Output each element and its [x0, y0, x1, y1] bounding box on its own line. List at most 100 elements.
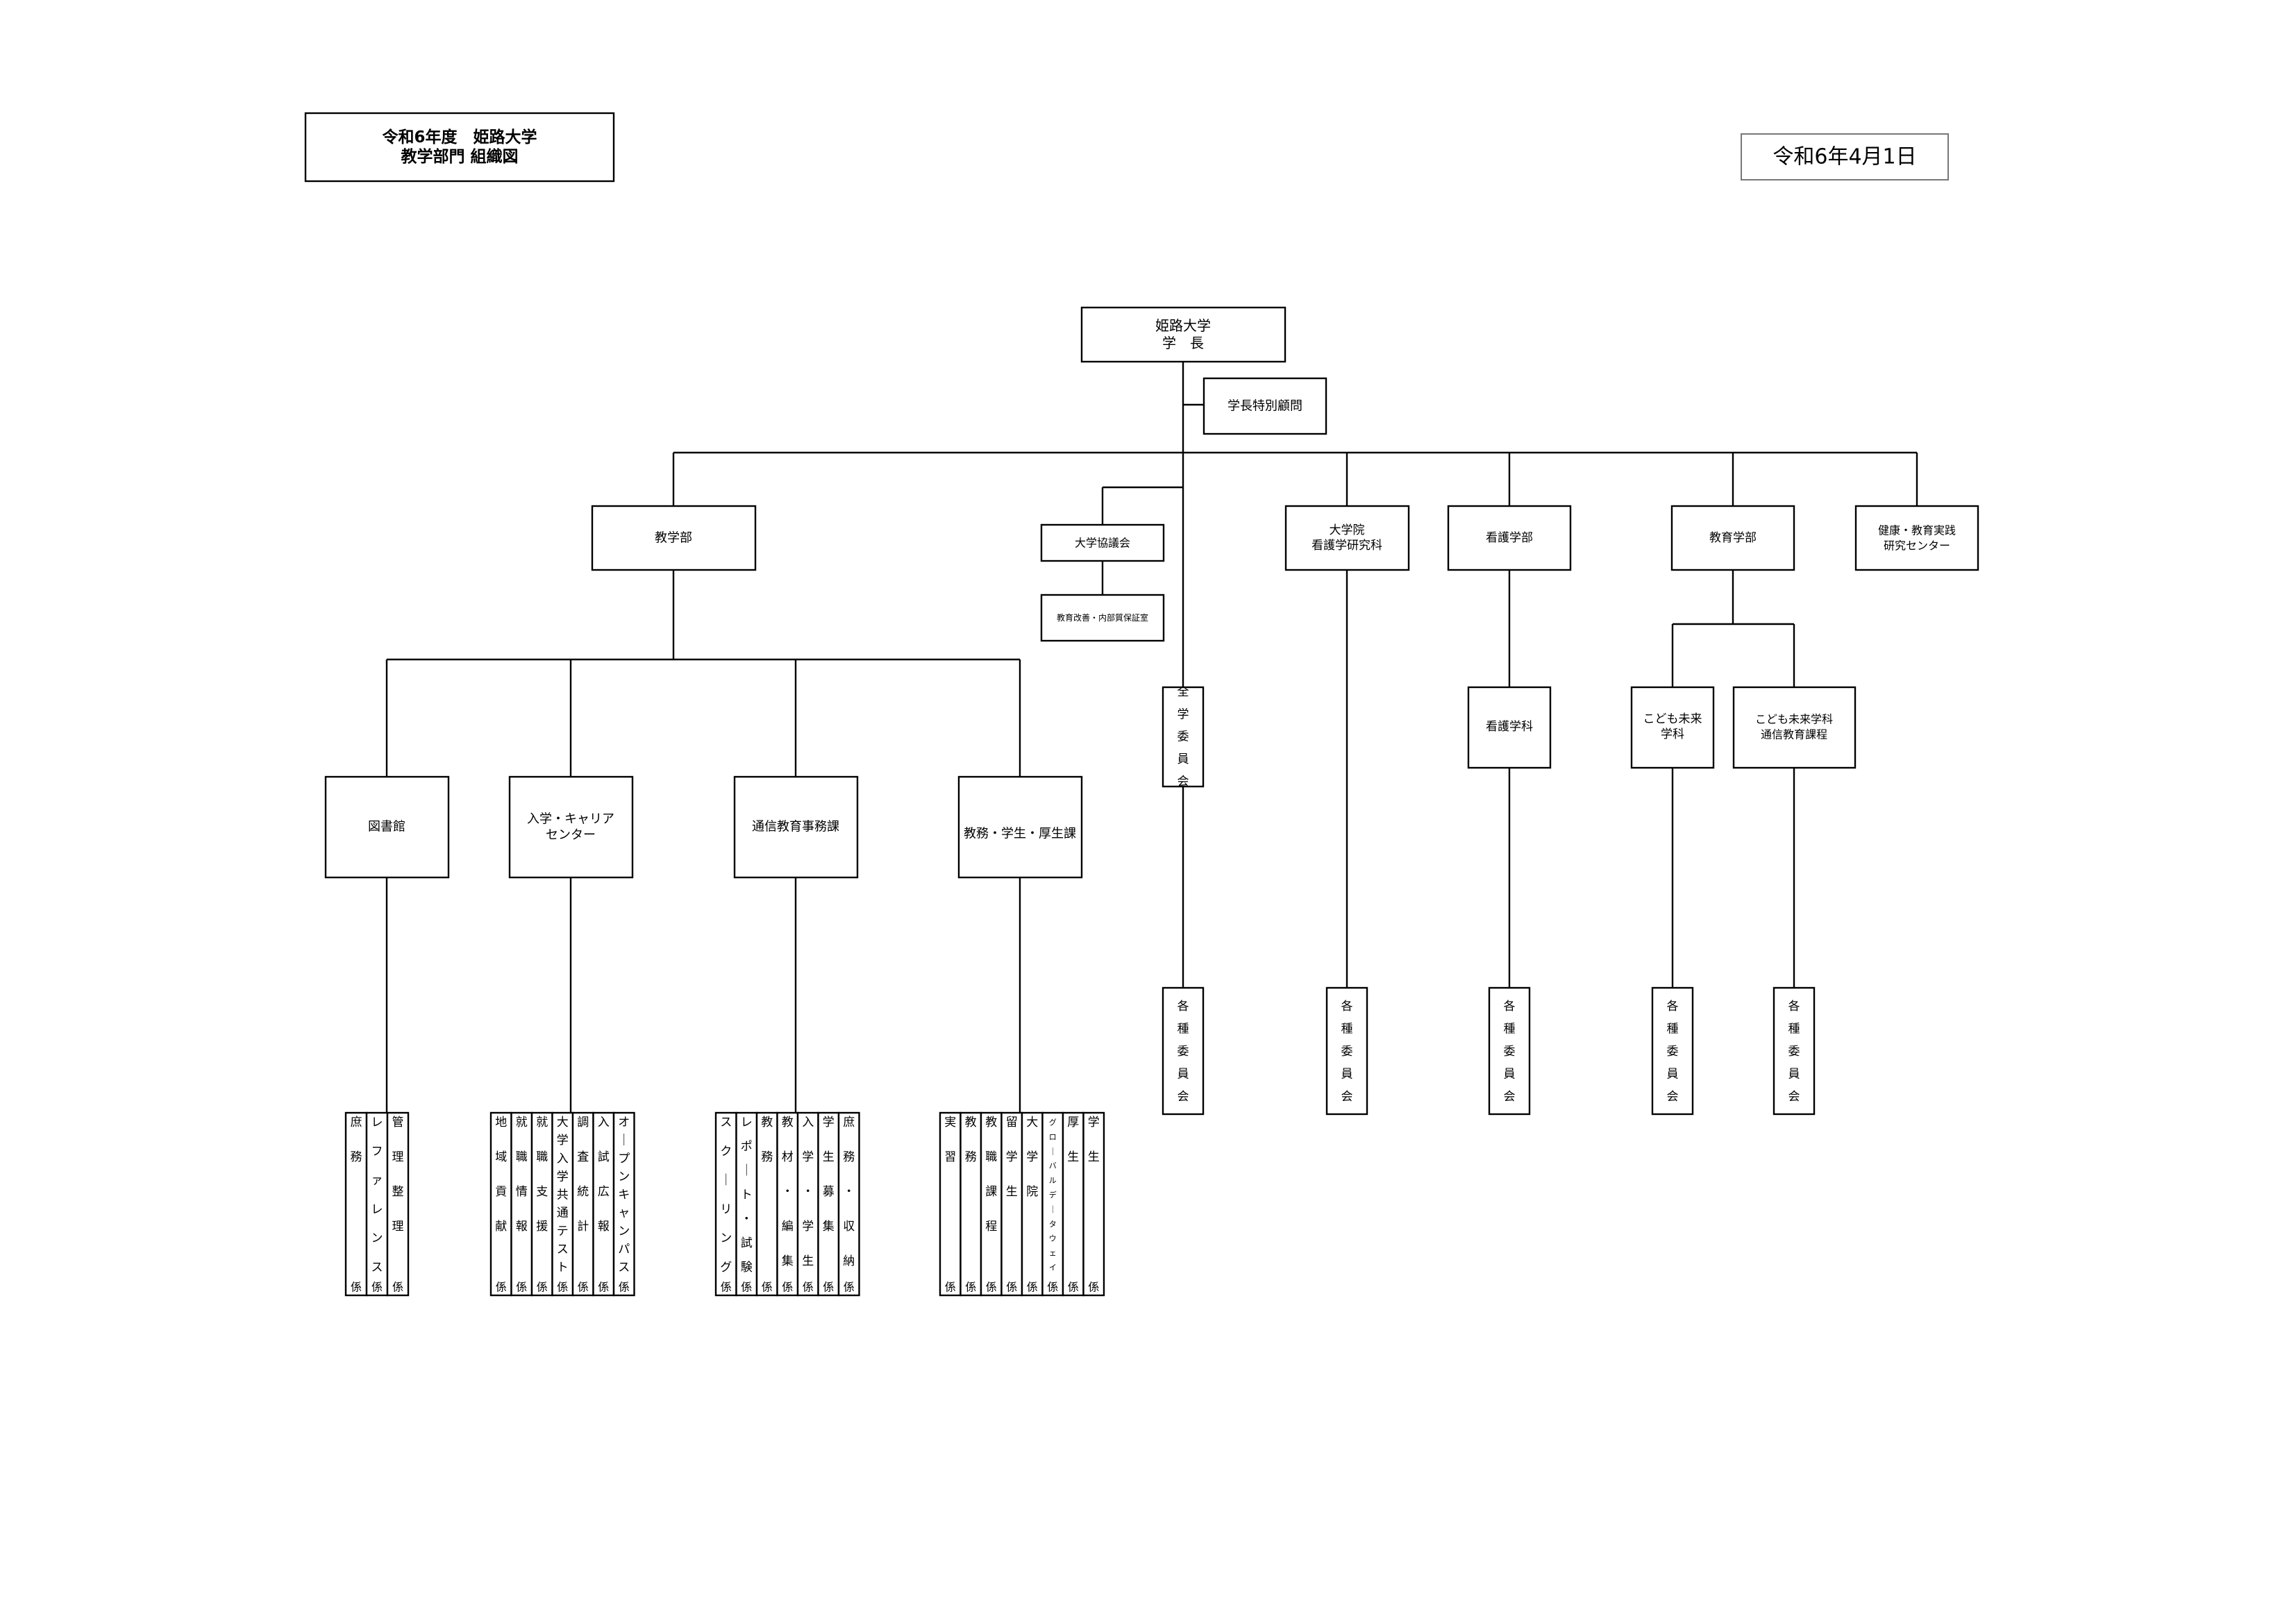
vertical-char: 員: [1667, 1068, 1679, 1082]
vertical-char: 委: [1341, 1045, 1353, 1059]
section-char: ル: [1049, 1176, 1057, 1185]
career-center-line1: 入学・キャリア: [527, 812, 614, 827]
student-affairs-label: 教務・学生・厚生課: [964, 827, 1076, 841]
vertical-char: 各: [1788, 1000, 1800, 1014]
vertical-char: 各: [1341, 1000, 1353, 1014]
section-column: 庶務係: [344, 1111, 368, 1297]
vertical-char: 会: [1178, 775, 1189, 789]
section-char: ｜: [1049, 1205, 1057, 1214]
section-char: ス: [371, 1261, 383, 1275]
kodomo-dept-line1: こども未来: [1643, 712, 1702, 726]
vertical-char: 委: [1667, 1045, 1679, 1059]
kyoiku-kaizen-label: 教育改善・内部質保証室: [1057, 612, 1148, 623]
section-suffix: 係: [557, 1281, 568, 1294]
section-char: ｜: [618, 1134, 630, 1147]
section-char: ク: [720, 1145, 732, 1159]
section-suffix: 係: [619, 1281, 630, 1294]
section-column: 入学・学生係: [796, 1111, 819, 1297]
section-char: ン: [618, 1225, 630, 1238]
section-char: 理: [392, 1220, 404, 1234]
section-char: 生: [1088, 1150, 1100, 1164]
vertical-char: 委: [1178, 730, 1189, 744]
section-char: 広: [598, 1185, 610, 1199]
section-char: 務: [351, 1150, 362, 1164]
section-char: 職: [516, 1150, 528, 1164]
section-char: ェ: [1049, 1249, 1057, 1258]
sections-career: 地域貢献係就職情報係就職支援係大学入学共通テスト係調査統計係入試広報係オ｜プンキ…: [489, 1111, 635, 1297]
section-char: 生: [1067, 1150, 1079, 1164]
section-suffix: 係: [496, 1281, 507, 1294]
vertical-char: 員: [1178, 752, 1189, 766]
section-char: 務: [761, 1150, 773, 1164]
section-column: 教務係: [960, 1111, 982, 1297]
section-char: 大: [1026, 1116, 1038, 1129]
section-char: 教: [761, 1116, 773, 1129]
section-char: ン: [371, 1231, 383, 1245]
section-char: ｜: [1049, 1147, 1057, 1156]
section-char: 管: [392, 1116, 404, 1129]
section-char: ス: [618, 1261, 630, 1275]
section-char: 学: [1006, 1150, 1018, 1164]
kyogakubu-box: 教学部: [591, 505, 757, 571]
section-char: 貢: [495, 1185, 507, 1199]
section-suffix: 係: [351, 1281, 362, 1294]
section-column: 庶務・収納係: [837, 1111, 860, 1297]
section-char: 学: [802, 1220, 814, 1234]
section-char: 域: [495, 1150, 507, 1164]
vertical-char: 種: [1667, 1023, 1679, 1036]
section-suffix: 係: [1068, 1281, 1079, 1294]
connector-lines: [385, 362, 1918, 1113]
section-char: 入: [598, 1116, 610, 1129]
kodomo-dept-box: こども未来 学科: [1630, 686, 1715, 769]
section-char: 大: [557, 1116, 569, 1129]
section-suffix: 係: [945, 1281, 956, 1294]
vertical-char: 員: [1504, 1068, 1516, 1082]
section-char: 教: [965, 1116, 977, 1129]
career-center-line2: センター: [546, 828, 596, 843]
section-char: 調: [577, 1116, 589, 1129]
title-line1: 令和6年度 姫路大学: [382, 128, 537, 146]
research-center-line1: 健康・教育実践: [1878, 524, 1956, 537]
vertical-char: 全: [1178, 685, 1189, 699]
daigaku-kyogikai-label: 大学協議会: [1075, 537, 1130, 550]
graduate-school-line2: 看護学研究科: [1312, 539, 1382, 553]
advisor-label: 学長特別顧問: [1227, 399, 1302, 414]
graduate-school-line1: 大学院: [1330, 523, 1365, 537]
section-char: 統: [577, 1185, 589, 1199]
section-column: 実習係: [939, 1111, 962, 1297]
section-suffix: 係: [1088, 1281, 1099, 1294]
section-char: ・: [741, 1212, 753, 1226]
section-char: 学: [823, 1116, 835, 1129]
section-char: タ: [1049, 1220, 1057, 1229]
section-column: 厚生係: [1062, 1111, 1084, 1297]
section-char: 材: [782, 1150, 794, 1164]
section-char: プ: [618, 1152, 630, 1166]
advisor-box: 学長特別顧問: [1203, 377, 1327, 435]
section-char: 共: [557, 1188, 569, 1202]
section-suffix: 係: [782, 1281, 793, 1294]
career-center-box: 入学・キャリア センター: [508, 775, 634, 879]
section-char: 実: [944, 1116, 956, 1129]
section-char: 集: [823, 1220, 835, 1234]
nursing-dept-label: 看護学科: [1486, 720, 1533, 734]
nursing-faculty-box: 看護学部: [1447, 505, 1572, 571]
section-column: 教材・編集係: [776, 1111, 799, 1297]
library-label: 図書館: [368, 820, 405, 834]
section-column: 教務係: [755, 1111, 778, 1297]
section-suffix: 係: [965, 1281, 976, 1294]
vertical-char: 会: [1788, 1090, 1800, 1104]
nursing-dept-box: 看護学科: [1467, 686, 1552, 769]
vertical-char: 種: [1178, 1023, 1189, 1036]
section-char: ト: [557, 1261, 569, 1275]
date-box: [1741, 133, 1949, 180]
education-faculty-box: 教育学部: [1670, 505, 1795, 571]
